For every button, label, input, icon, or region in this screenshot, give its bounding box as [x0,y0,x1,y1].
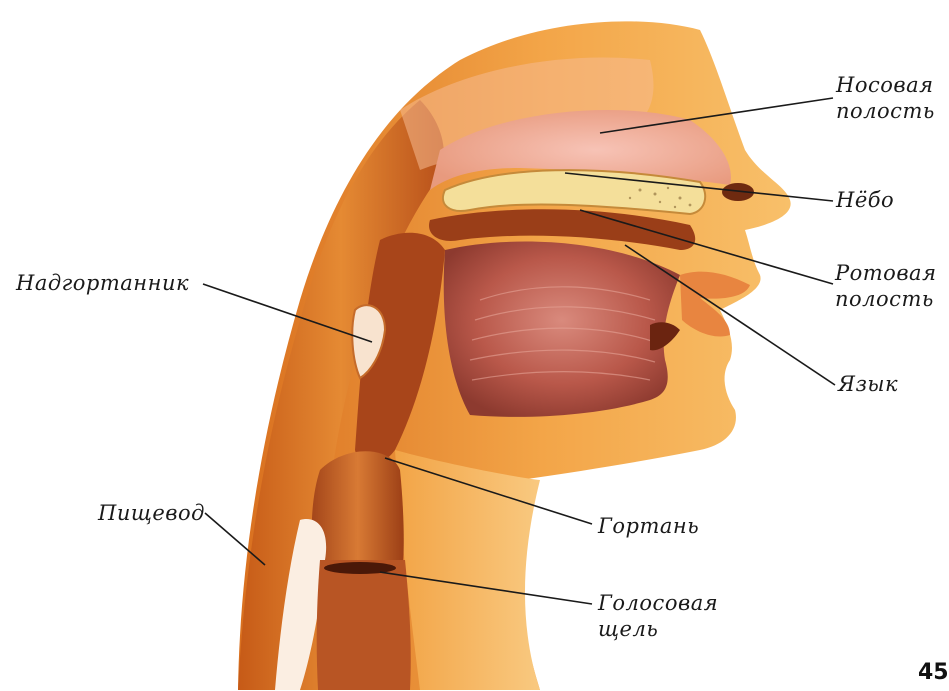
neck-front [395,450,540,690]
label-tongue: Язык [838,371,898,397]
label-epiglottis: Надгортанник [16,270,189,296]
label-palate: Нёбо [836,187,894,213]
label-oral-cavity: Ротовая полость [835,260,947,312]
label-esophagus: Пищевод [98,500,205,526]
label-nasal-cavity: Носовая полость [836,72,946,124]
page-number: 45 [918,660,949,685]
label-larynx: Гортань [598,513,699,539]
oral-cavity [444,242,680,417]
label-glottis: Голосовая щель [598,590,723,642]
label-oral-cavity-text: Ротовая полость [835,261,936,311]
trachea [317,560,411,690]
label-nasal-cavity-text: Носовая полость [836,73,935,123]
label-glottis-text: Голосовая щель [598,591,718,641]
